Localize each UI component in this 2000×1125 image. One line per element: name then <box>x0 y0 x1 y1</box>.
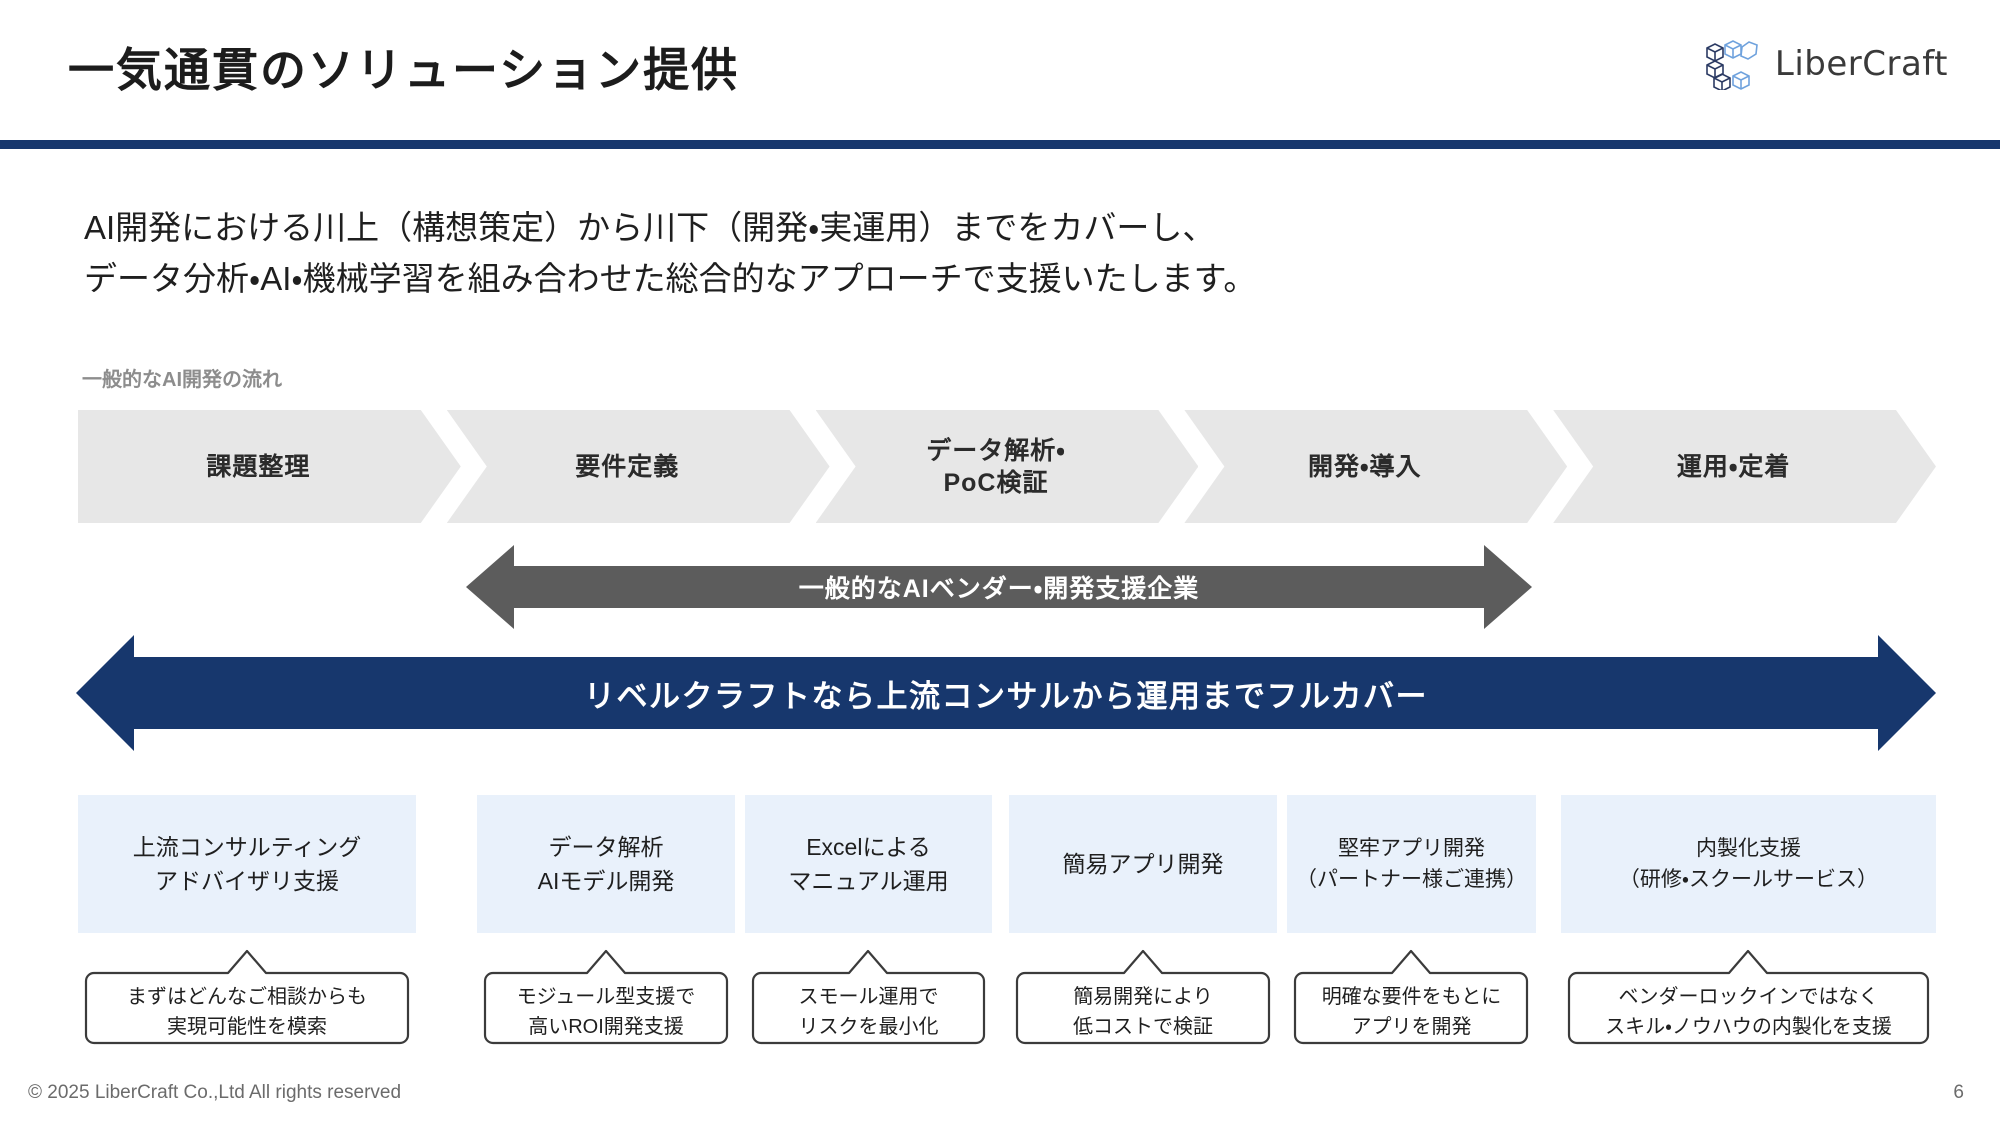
callout-text: 明確な要件をもとに アプリを開発 <box>1321 986 1502 1038</box>
generic-vendor-arrow-label: 一般的なAIベンダー・開発支援企業 <box>798 575 1200 603</box>
flow-section-label: 一般的なAI開発の流れ <box>82 369 282 391</box>
brand-logo: LiberCraft <box>1703 38 1948 90</box>
full-coverage-arrow: リベルクラフトなら上流コンサルから運用までフルカバー <box>76 635 1936 751</box>
full-coverage-arrow-label: リベルクラフトなら上流コンサルから運用までフルカバー <box>583 678 1429 714</box>
flow-step-5: 運用・定着 <box>1553 410 1936 523</box>
service-box-6: 内製化支援 （研修・スクールサービス） <box>1561 795 1936 933</box>
lead-paragraph: AI開発における川上（構想策定）から川下（開発・実運用）までをカバーし、 データ… <box>84 202 1256 304</box>
speech-bubble-shape <box>751 949 986 1045</box>
service-box-label: 上流コンサルティング アドバイザリ支援 <box>132 833 362 895</box>
callout-bubble-5: 明確な要件をもとに アプリを開発 <box>1287 947 1536 1051</box>
footer-copyright: © 2025 LiberCraft Co.,Ltd All rights res… <box>28 1082 402 1103</box>
callout-bubble-6: ベンダーロックインではなく スキル・ノウハウの内製化を支援 <box>1561 947 1936 1051</box>
flow-step-2: 要件定義 <box>447 410 830 523</box>
lead-line-1: AI開発における川上（構想策定）から川下（開発・実運用）までをカバーし、 <box>84 209 1216 246</box>
service-box-5: 堅牢アプリ開発 （パートナー様ご連携） <box>1287 795 1536 933</box>
callout-text: 簡易開発により 低コストで検証 <box>1073 986 1213 1038</box>
callout-bubble-2: モジュール型支援で 高いROI開発支援 <box>477 947 735 1051</box>
service-box-4: 簡易アプリ開発 <box>1009 795 1277 933</box>
service-box-3: Excelによる マニュアル運用 <box>745 795 992 933</box>
callout-bubble-3: スモール運用で リスクを最小化 <box>745 947 992 1051</box>
speech-bubble-shape <box>1567 949 1930 1045</box>
service-box-label: Excelによる マニュアル運用 <box>788 833 949 895</box>
flow-step-label: 開発・導入 <box>1308 452 1422 481</box>
callout-text: モジュール型支援で 高いROI開発支援 <box>516 986 696 1038</box>
callout-text: ベンダーロックインではなく スキル・ノウハウの内製化を支援 <box>1605 986 1892 1038</box>
double-headed-arrow-icon <box>76 635 1936 751</box>
speech-bubble-shape <box>1293 949 1529 1045</box>
flow-step-label: 課題整理 <box>206 452 311 481</box>
page-title: 一気通貫のソリューション提供 <box>68 44 740 96</box>
callout-text: まずはどんなご相談からも 実現可能性を模索 <box>127 986 367 1038</box>
callout-text: スモール運用で リスクを最小化 <box>798 986 939 1038</box>
service-box-label: 簡易アプリ開発 <box>1062 850 1224 877</box>
flow-step-1: 課題整理 <box>78 410 461 523</box>
stacked-cubes-icon <box>1706 40 1758 90</box>
speech-bubble-shape <box>84 949 410 1045</box>
generic-vendor-arrow: 一般的なAIベンダー・開発支援企業 <box>466 545 1532 629</box>
callout-bubble-4: 簡易開発により 低コストで検証 <box>1009 947 1277 1051</box>
lead-line-2: データ分析・AI・機械学習を組み合わせた総合的なアプローチで支援いたします。 <box>84 260 1257 298</box>
flow-step-label: 運用・定着 <box>1676 452 1791 481</box>
service-box-label: データ解析 AIモデル開発 <box>537 833 675 895</box>
double-headed-arrow-icon <box>466 545 1532 629</box>
service-box-2: データ解析 AIモデル開発 <box>477 795 735 933</box>
logo-wordmark: LiberCraft <box>1774 44 1948 84</box>
flow-step-4: 開発・導入 <box>1184 410 1567 523</box>
callout-bubble-1: まずはどんなご相談からも 実現可能性を模索 <box>78 947 416 1051</box>
footer-page-number: 6 <box>1953 1082 1964 1103</box>
process-flow-chevrons: 課題整理 要件定義 データ解析・ PoC検証 開発・導入 運用・定着 <box>78 410 1936 523</box>
service-box-1: 上流コンサルティング アドバイザリ支援 <box>78 795 416 933</box>
service-box-label: 堅牢アプリ開発 （パートナー様ご連携） <box>1296 836 1527 892</box>
speech-bubble-shape <box>483 949 729 1045</box>
speech-bubble-shape <box>1015 949 1271 1045</box>
flow-step-3: データ解析・ PoC検証 <box>816 410 1199 523</box>
header-divider <box>0 140 2000 149</box>
flow-step-label: データ解析・ PoC検証 <box>926 436 1066 497</box>
service-box-label: 内製化支援 （研修・スクールサービス） <box>1618 836 1879 892</box>
flow-step-label: 要件定義 <box>575 452 680 481</box>
slide-header: 一気通貫のソリューション提供 LiberCraft <box>0 0 2000 149</box>
